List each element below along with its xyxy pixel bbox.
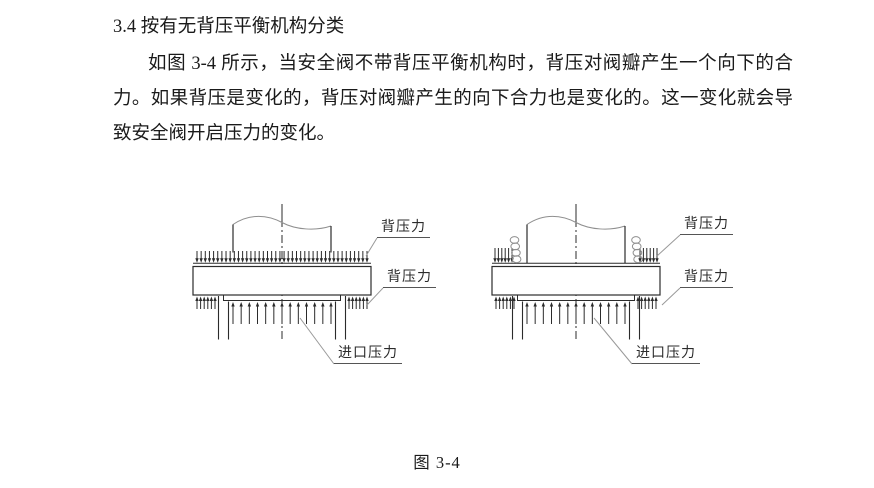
label-inlet-pressure-right: 进口压力	[632, 346, 700, 364]
section-heading: 3.4 按有无背压平衡机构分类	[113, 17, 345, 37]
label-back-pressure-top-left: 背压力	[377, 220, 430, 238]
label-back-pressure-bottom-right: 背压力	[680, 270, 733, 288]
figure-caption: 图 3-4	[413, 453, 461, 472]
paragraph-line: 力。如果背压是变化的，背压对阀瓣产生的向下合力也是变化的。这一变化就会导	[113, 89, 793, 109]
left-valve-diagram	[192, 204, 372, 341]
label-leader-lines	[299, 234, 681, 365]
right-valve-diagram	[491, 204, 661, 341]
paragraph-line: 如图 3-4 所示，当安全阀不带背压平衡机构时，背压对阀瓣产生一个向下的合	[148, 54, 793, 74]
label-inlet-pressure-left: 进口压力	[334, 346, 402, 364]
label-back-pressure-bottom-left: 背压力	[383, 270, 436, 288]
body-paragraph: 如图 3-4 所示，当安全阀不带背压平衡机构时，背压对阀瓣产生一个向下的合 力。…	[113, 47, 793, 152]
label-back-pressure-top-right: 背压力	[680, 217, 733, 235]
paragraph-line: 致安全阀开启压力的变化。	[113, 124, 336, 144]
